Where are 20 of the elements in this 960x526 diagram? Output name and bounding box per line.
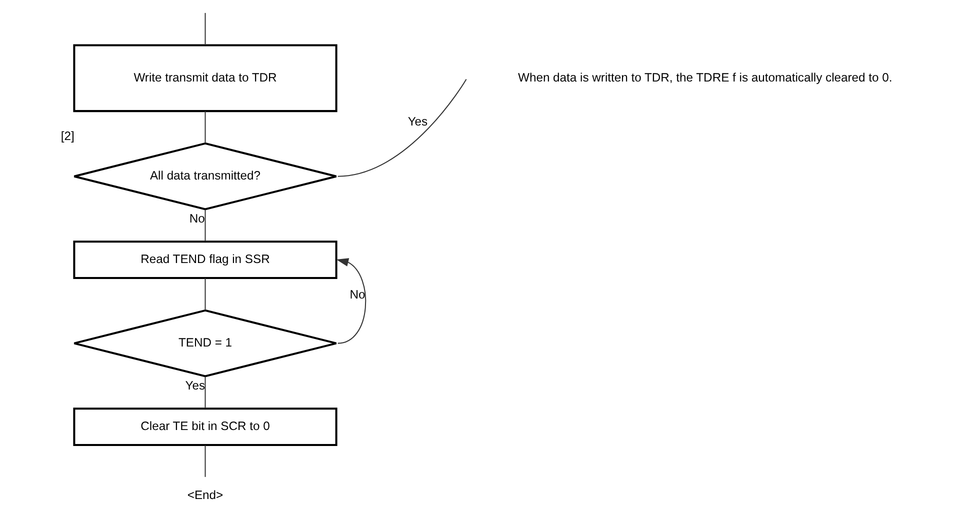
edge-label: No [188, 212, 204, 226]
connector [204, 210, 206, 242]
label: When data is written to TDR, the TDRE f is automatically cleared to 0. [518, 70, 892, 84]
node-diamond: All data transmitted? [72, 142, 337, 210]
connector [204, 111, 206, 144]
arrow [336, 258, 366, 344]
connector [204, 12, 206, 46]
node-box: Write transmit data to TDR [72, 44, 337, 112]
connector [337, 79, 466, 177]
connector [204, 445, 206, 477]
node-label: [2] [60, 129, 74, 144]
node-box: Clear TE bit in SCR to 0 [72, 408, 337, 446]
edge-label: No [349, 287, 365, 302]
edge-label: Yes [184, 378, 205, 393]
edge-label: Yes [407, 114, 428, 128]
node-text: <End> [186, 488, 223, 502]
connector [204, 376, 206, 408]
node-box: Read TEND flag in SSR [72, 240, 337, 280]
node-diamond: TEND = 1 [72, 309, 337, 378]
connector [204, 278, 206, 310]
